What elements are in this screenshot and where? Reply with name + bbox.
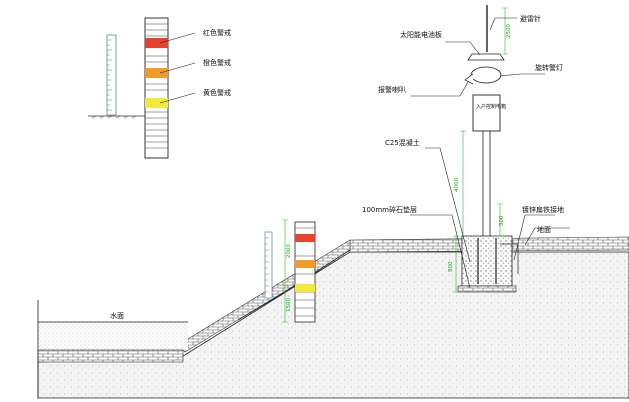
orange-band-swatch [145,68,168,78]
legend-orange-label: 橙色警戒 [203,58,231,67]
footing-top-dimension: 300 [499,215,505,226]
concrete-label: C25混凝土 [385,138,420,147]
red-band-swatch [145,38,168,48]
lightning-rod-label: 避雷针 [520,14,541,23]
galvanized-ground-label: 镀锌扁铁接地 [522,205,564,214]
rotating-beacon [470,66,502,84]
gauge-bottom-dimension: 1500 [286,298,292,312]
legend-detail: 红色警戒 橙色警戒 黄色警戒 [88,17,231,159]
bank-gauge-assembly: 2000 1500 [264,219,316,323]
water-surface-label: 水面 [110,311,124,320]
pole-height-dimension: 4000 [454,178,460,192]
footing-depth-dimension: 800 [448,261,454,272]
detail-marker-pole [144,17,169,159]
svg-text:入户控制电箱: 入户控制电箱 [476,103,506,110]
solar-panel-label: 太阳能电池板 [400,30,442,39]
rod-height-dimension: 2500 [506,24,512,38]
control-box [472,94,501,132]
gauge-top-dimension: 2000 [286,244,292,258]
legend-yellow-label: 黄色警戒 [203,88,231,97]
alarm-horn-label: 报警喇叭 [378,85,406,94]
ground-surface-label: 地面 [537,225,551,234]
yellow-band-swatch [145,98,168,108]
pole-shaft [482,130,491,252]
water-body [38,322,188,350]
detail-staff-gauge [88,34,146,119]
alarm-pole-assembly: 入户控制电箱 2500 4000 300 800 避雷针 太阳能电池板 [362,5,570,293]
legend-red-label: 红色警戒 [203,28,231,37]
gravel-layer-label: 100mm碎石垫层 [362,205,417,214]
rotating-beacon-label: 旋转警灯 [535,63,563,72]
embankment-section: 水面 [37,236,629,399]
solar-panel [467,53,505,61]
gravel-layer [457,285,517,293]
